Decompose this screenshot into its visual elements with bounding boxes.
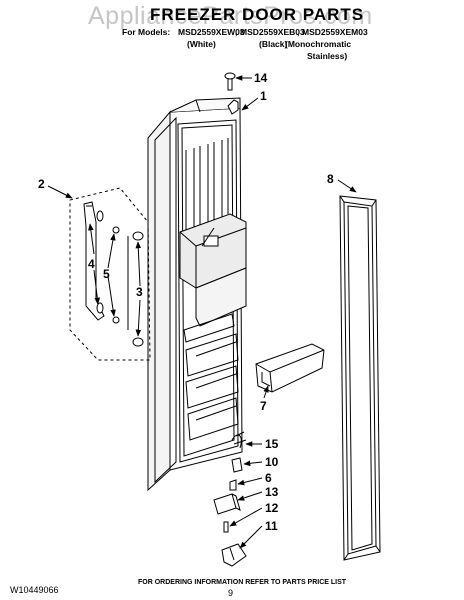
- callout-8: 8: [327, 172, 334, 186]
- door-bin: [255, 343, 325, 393]
- callout-11: 11: [265, 519, 278, 533]
- page-number: 9: [228, 588, 234, 598]
- model-number-white: MSD2559XEW03: [178, 27, 245, 37]
- for-models-label: For Models:: [122, 27, 171, 37]
- model-separator: ,: [235, 27, 238, 37]
- top-hinge-screw: [224, 72, 236, 91]
- watermark-text: AppliancePartsPros.com: [88, 2, 373, 30]
- door-gasket: [339, 195, 381, 561]
- callout-7: 7: [260, 399, 267, 413]
- leader-lines: [47, 75, 357, 549]
- callout-15: 15: [265, 437, 279, 451]
- model-number-stainless: MSD2559XEM03: [302, 27, 368, 37]
- callout-2: 2: [38, 177, 45, 191]
- callout-13: 13: [265, 485, 279, 499]
- callout-4: 4: [88, 257, 95, 271]
- callout-14: 14: [254, 71, 268, 85]
- freezer-door: [147, 97, 247, 492]
- model-number-black: MSD2559XEB03: [240, 27, 305, 37]
- model-color-stainless: (Monochromatic: [285, 39, 352, 49]
- callout-1: 1: [260, 89, 267, 103]
- model-color-black: (Black): [259, 39, 288, 49]
- model-color-white: (White): [187, 39, 216, 49]
- page-title: FREEZER DOOR PARTS: [150, 5, 365, 24]
- callout-12: 12: [265, 501, 279, 515]
- callout-10: 10: [265, 455, 279, 469]
- document-number: W10449066: [10, 585, 59, 595]
- callout-3: 3: [136, 285, 143, 299]
- model-color-stainless-cont: Stainless): [307, 51, 348, 61]
- ordering-note: FOR ORDERING INFORMATION REFER TO PARTS …: [138, 579, 347, 586]
- callout-5: 5: [103, 267, 110, 281]
- model-separator: ,: [297, 27, 300, 37]
- lower-hinge-parts: [213, 431, 247, 567]
- callout-6: 6: [265, 471, 272, 485]
